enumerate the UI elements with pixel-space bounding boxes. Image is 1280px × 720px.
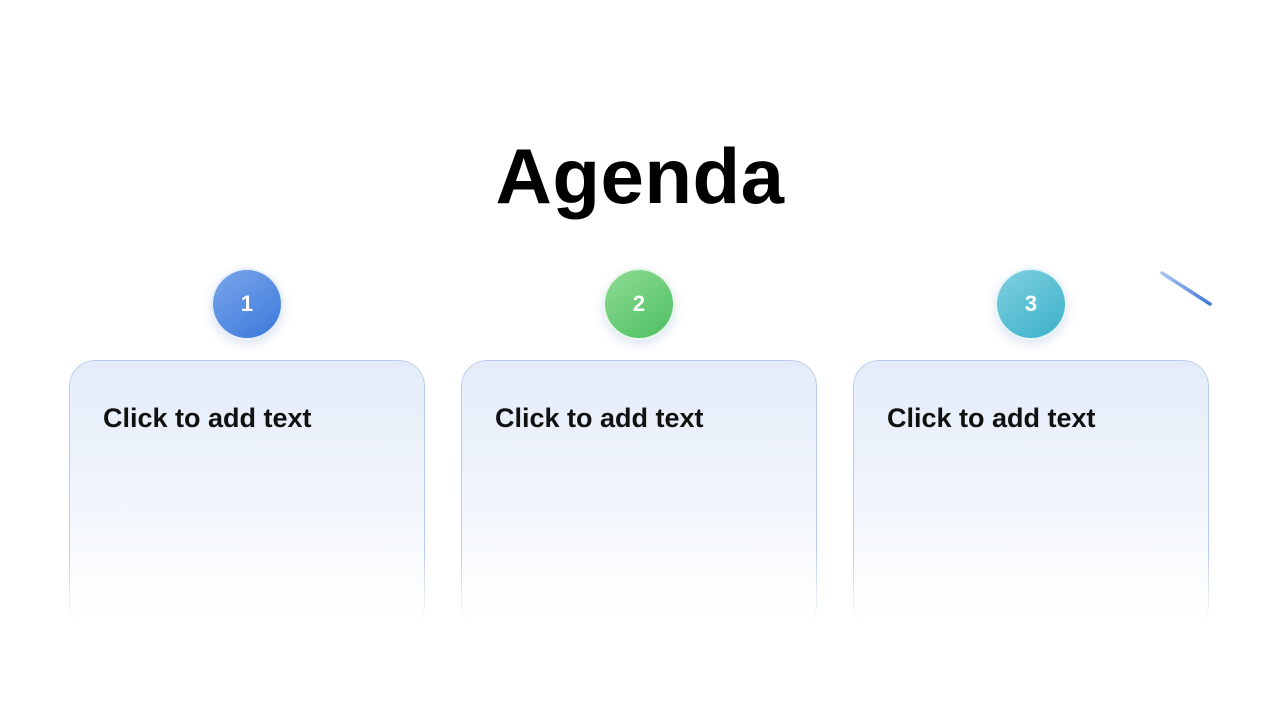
agenda-card-3[interactable]: Click to add text — [853, 360, 1209, 630]
step-number: 3 — [1024, 291, 1038, 316]
arrow-head — [1160, 271, 1212, 306]
card-text-placeholder[interactable]: Click to add text — [495, 403, 704, 433]
agenda-card-2[interactable]: Click to add text — [461, 360, 817, 630]
step-number: 2 — [632, 291, 646, 316]
step-number: 1 — [240, 291, 254, 316]
step-marker-3: 3 — [995, 268, 1067, 340]
agenda-card-1[interactable]: Click to add text — [69, 360, 425, 630]
step-marker-2: 2 — [603, 268, 675, 340]
card-text-placeholder[interactable]: Click to add text — [887, 403, 1096, 433]
step-marker-1: 1 — [211, 268, 283, 340]
slide-title[interactable]: Agenda — [495, 132, 785, 220]
card-text-placeholder[interactable]: Click to add text — [103, 403, 312, 433]
